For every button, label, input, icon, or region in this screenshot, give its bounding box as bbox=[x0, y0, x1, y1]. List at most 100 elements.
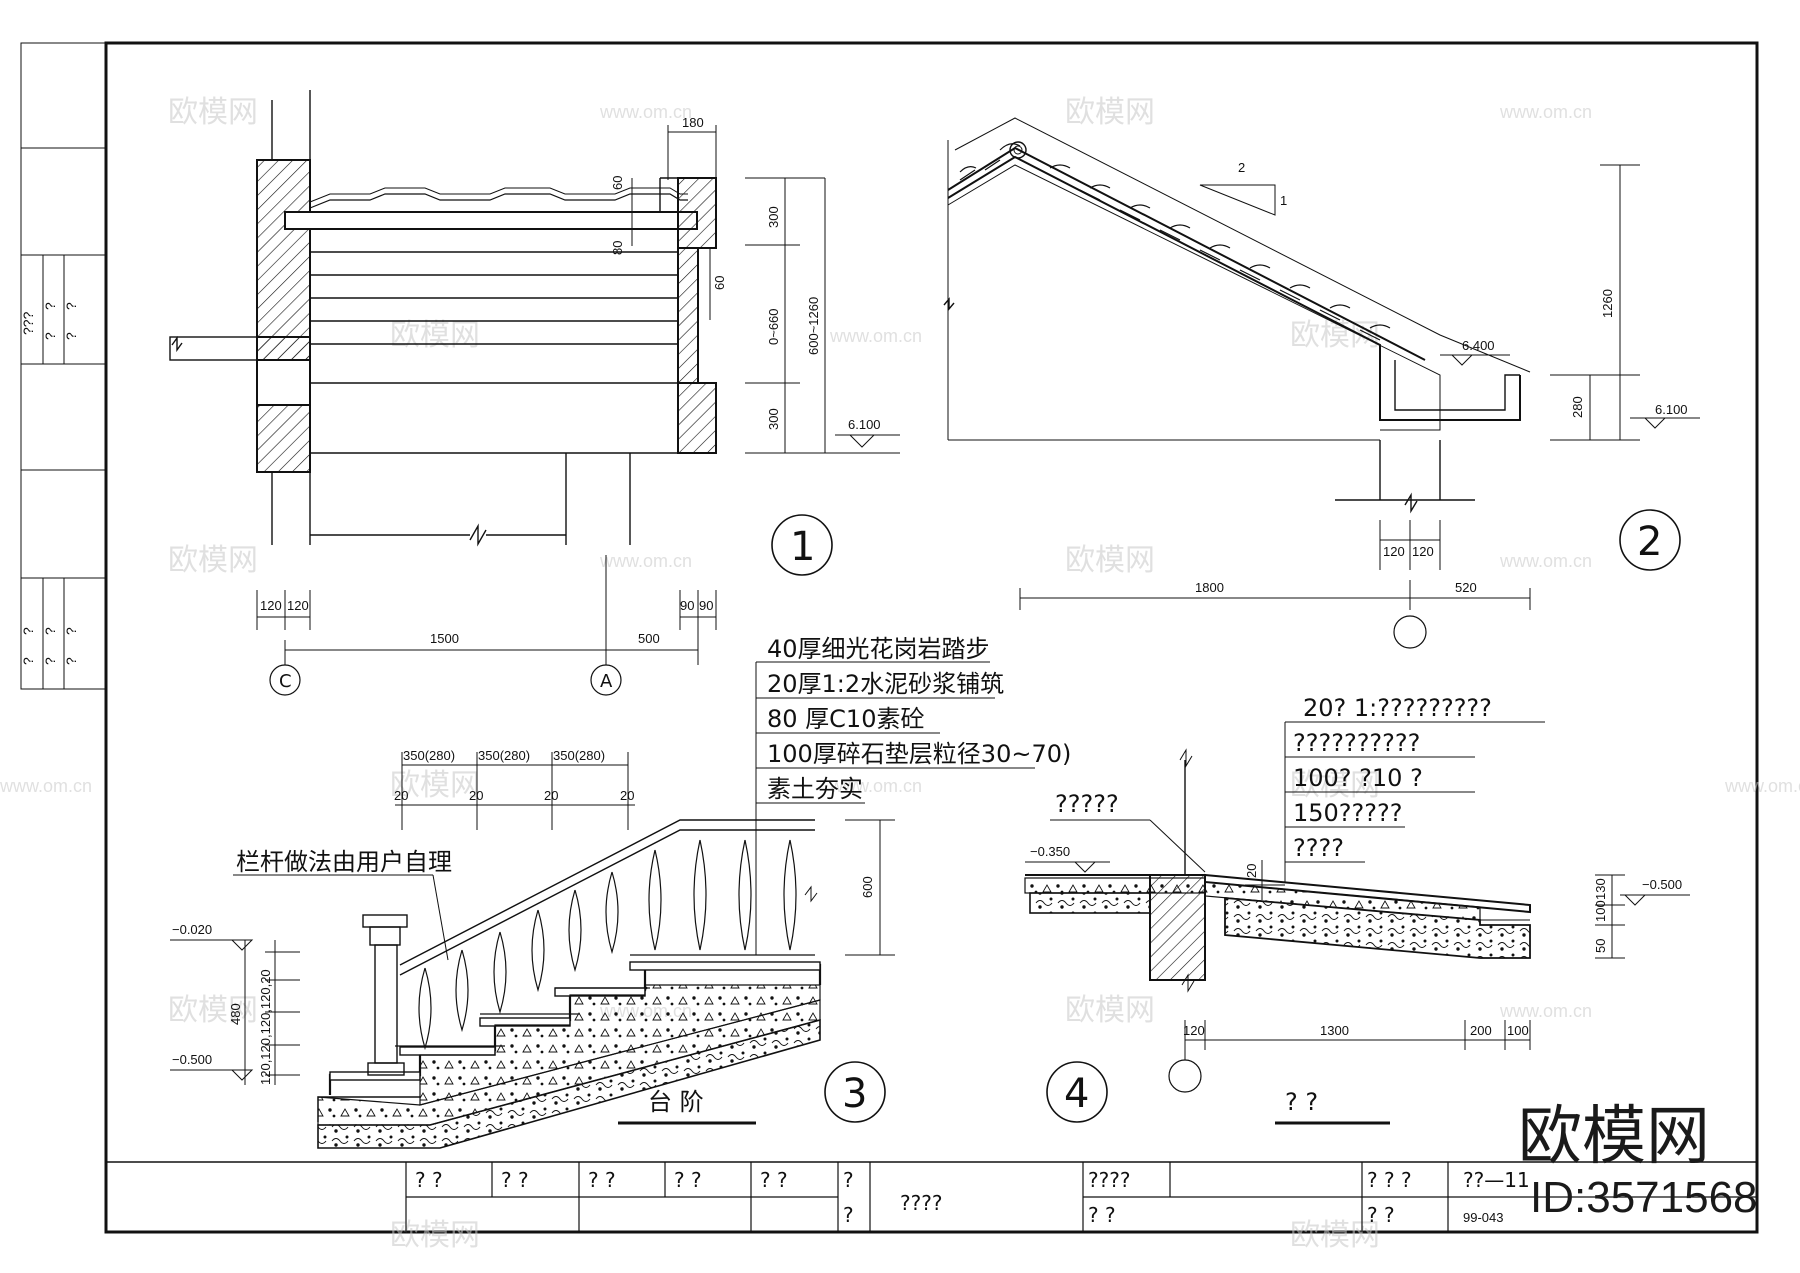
wm-brand: 欧模网 bbox=[168, 95, 258, 130]
d2-dim-120b: 120 bbox=[1412, 544, 1434, 559]
wm-brand: 欧模网 bbox=[390, 768, 480, 803]
wm-brand: 欧模网 bbox=[1290, 1218, 1380, 1253]
d3-t20-3: 20 bbox=[544, 788, 558, 803]
d3-t20-2: 20 bbox=[469, 788, 483, 803]
strip-r1c2: ? bbox=[42, 302, 58, 310]
d4-layer-5: ???? bbox=[1293, 834, 1344, 862]
d3-layer-1: 40厚细光花岗岩踏步 bbox=[767, 635, 990, 663]
d1-dim-0-660: 0~660 bbox=[766, 308, 781, 345]
tb-col-a-top: ???? bbox=[1088, 1168, 1130, 1192]
detail-1-text: 180 60 80 60 300 0~660 600~1260 300 6.10… bbox=[260, 115, 881, 692]
strip-r3c1: ? bbox=[20, 627, 36, 635]
d4-dim-50: 50 bbox=[1593, 939, 1608, 953]
wm-brand: 欧模网 bbox=[1290, 768, 1380, 803]
d1-dim-120a: 120 bbox=[260, 598, 282, 613]
d3-railing-note: 栏杆做法由用户自理 bbox=[236, 848, 452, 876]
wm-url: www.om.cn bbox=[599, 102, 692, 122]
detail-4 bbox=[1024, 721, 1690, 1125]
d4-dim-130: 130 bbox=[1593, 878, 1608, 900]
wm-url: www.om.cn bbox=[1499, 1001, 1592, 1021]
d3-layer-3: 80 厚C10素砼 bbox=[767, 705, 924, 733]
tb-drawing-name: ???? bbox=[900, 1191, 942, 1215]
d4-number: 4 bbox=[1064, 1071, 1089, 1117]
d2-slope-rise: 1 bbox=[1280, 193, 1287, 208]
wm-url: www.om.cn bbox=[1499, 551, 1592, 571]
d4-dim-100: 100 bbox=[1593, 900, 1608, 922]
title-block bbox=[106, 1161, 1757, 1232]
strip-r2c2: ? bbox=[42, 332, 58, 340]
d4-layer-2: ?????????? bbox=[1293, 729, 1420, 757]
d3-dim-600: 600 bbox=[860, 876, 875, 898]
detail-3-text: 40厚细光花岗岩踏步 20厚1:2水泥砂浆铺筑 80 厚C10素砼 100厚碎石… bbox=[172, 635, 1071, 1117]
tb-cell-5: ? ? bbox=[760, 1168, 788, 1192]
d4-title: ? ? bbox=[1285, 1088, 1318, 1116]
wm-brand: 欧模网 bbox=[168, 993, 258, 1028]
d2-dim-1800: 1800 bbox=[1195, 580, 1224, 595]
d1-dim-60b: 60 bbox=[712, 276, 727, 290]
wm-brand: 欧模网 bbox=[1290, 318, 1380, 353]
strip-r4c3: ? bbox=[63, 657, 79, 665]
logo-text: 欧模网 bbox=[1518, 1100, 1710, 1174]
tb-col-b-top: ? ? ? bbox=[1367, 1168, 1412, 1192]
d4-layer-4: 150????? bbox=[1293, 799, 1403, 827]
d3-tread-1: 350(280) bbox=[403, 748, 455, 763]
d1-dim-60a: 60 bbox=[610, 176, 625, 190]
d3-t20-4: 20 bbox=[620, 788, 634, 803]
strip-r4c1: ? bbox=[20, 657, 36, 665]
d1-dim-90a: 90 bbox=[680, 598, 694, 613]
wm-url: www.om.cn bbox=[0, 776, 92, 796]
strip-r3c2: ? bbox=[42, 627, 58, 635]
d3-title: 台 阶 bbox=[648, 1088, 704, 1116]
title-block-text: ? ? ? ? ? ? ? ? ? ? ? ? ???? ???? ? ? ? … bbox=[415, 1168, 1530, 1227]
wm-brand: 欧模网 bbox=[390, 318, 480, 353]
d3-number: 3 bbox=[842, 1071, 867, 1117]
d3-elev-bottom: −0.500 bbox=[172, 1052, 212, 1067]
d4-dim-200: 200 bbox=[1470, 1023, 1492, 1038]
d2-dim-520: 520 bbox=[1455, 580, 1477, 595]
balusters bbox=[395, 839, 815, 1051]
d1-dim-80: 80 bbox=[610, 241, 625, 255]
wm-brand: 欧模网 bbox=[1065, 543, 1155, 578]
d4-elev-right: −0.500 bbox=[1642, 877, 1682, 892]
tb-col-c-top: ??—11 bbox=[1463, 1168, 1530, 1192]
d2-number: 2 bbox=[1637, 519, 1662, 565]
d1-dim-120b: 120 bbox=[287, 598, 309, 613]
d4-dim-100b: 100 bbox=[1507, 1023, 1529, 1038]
detail-3 bbox=[170, 661, 1035, 1149]
d1-number: 1 bbox=[790, 524, 815, 570]
wm-url: www.om.cn bbox=[829, 326, 922, 346]
left-strip bbox=[20, 42, 107, 690]
strip-r1c3: ? bbox=[63, 302, 79, 310]
strip-r4c2: ? bbox=[42, 657, 58, 665]
wm-brand: 欧模网 bbox=[390, 1218, 480, 1253]
d1-dim-180: 180 bbox=[682, 115, 704, 130]
d1-dim-1500: 1500 bbox=[430, 631, 459, 646]
d2-dim-280: 280 bbox=[1570, 396, 1585, 418]
tb-cell-1: ? ? bbox=[415, 1168, 443, 1192]
d2-dim-120a: 120 bbox=[1383, 544, 1405, 559]
d3-riser-dims: 120,120,120,120,20 bbox=[258, 969, 273, 1085]
wm-brand: 欧模网 bbox=[168, 543, 258, 578]
d3-tread-3: 350(280) bbox=[553, 748, 605, 763]
d4-dim-120: 120 bbox=[1183, 1023, 1205, 1038]
left-strip-text: ??? ? ? ? ? ? ? ? ? ? ? bbox=[20, 302, 79, 665]
d1-elev: 6.100 bbox=[848, 417, 881, 432]
wm-url: www.om.cn bbox=[1499, 102, 1592, 122]
tb-cell-2: ? ? bbox=[501, 1168, 529, 1192]
d3-dim-480: 480 bbox=[228, 1003, 243, 1025]
d1-axis-a: A bbox=[600, 671, 613, 692]
wm-brand: 欧模网 bbox=[1065, 95, 1155, 130]
strip-r2c3: ? bbox=[63, 332, 79, 340]
d1-dim-500: 500 bbox=[638, 631, 660, 646]
detail-2-text: 2 1 6.400 6.100 1260 280 120 120 1800 52… bbox=[1195, 160, 1688, 595]
d4-elev-left: −0.350 bbox=[1030, 844, 1070, 859]
watermark-layer: 欧模网 www.om.cn 欧模网 www.om.cn 欧模网 www.om.c… bbox=[0, 95, 1800, 1253]
wm-url: www.om.cn bbox=[599, 551, 692, 571]
detail-1 bbox=[169, 90, 900, 696]
d3-layer-2: 20厚1:2水泥砂浆铺筑 bbox=[767, 670, 1004, 698]
d1-dim-300b: 300 bbox=[766, 408, 781, 430]
logo-id: ID:3571568 bbox=[1530, 1173, 1758, 1222]
tb-col-c-bottom: 99-043 bbox=[1463, 1210, 1503, 1225]
wm-url: www.om.cn bbox=[829, 776, 922, 796]
